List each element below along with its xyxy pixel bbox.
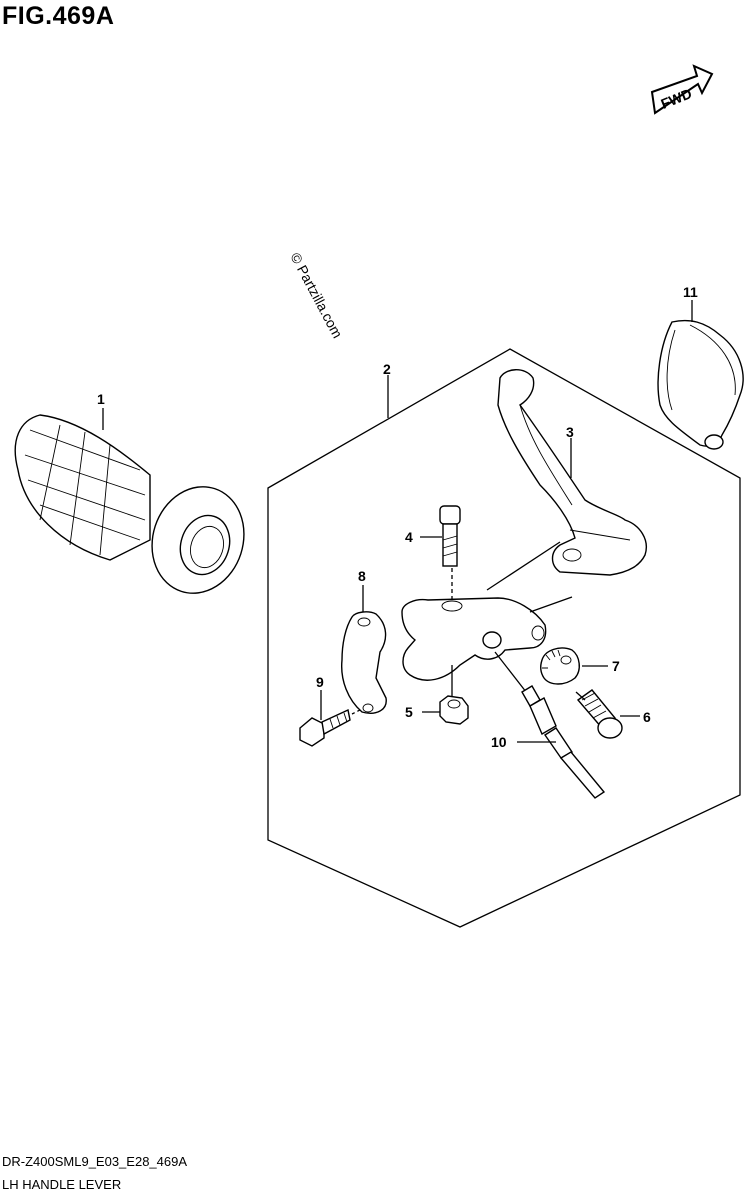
lever-cover-part bbox=[657, 319, 744, 450]
watermark: © Partzilla.com bbox=[287, 250, 345, 341]
figure-title: FIG.469A bbox=[2, 2, 115, 30]
adjuster-nut-part bbox=[539, 647, 580, 685]
cable-end-part bbox=[494, 651, 606, 799]
callout-10: 10 bbox=[491, 734, 507, 750]
pivot-bolt-part bbox=[439, 505, 461, 567]
clamp-bolt-part bbox=[299, 708, 351, 747]
callout-7: 7 bbox=[612, 658, 620, 674]
lever-holder-part bbox=[401, 597, 547, 681]
clamp-bolt-axis bbox=[351, 708, 363, 715]
model-code: DR-Z400SML9_E03_E28_469A bbox=[2, 1154, 188, 1169]
section-name: LH HANDLE LEVER bbox=[2, 1177, 122, 1192]
callout-6: 6 bbox=[643, 709, 651, 725]
holder-clamp-part bbox=[341, 611, 387, 714]
cable-axis-line bbox=[494, 651, 531, 698]
assembly-box bbox=[267, 348, 741, 928]
callout-9: 9 bbox=[316, 674, 324, 690]
callout-2: 2 bbox=[383, 361, 391, 377]
callout-3: 3 bbox=[566, 424, 574, 440]
grip-part bbox=[14, 414, 245, 594]
callout-4: 4 bbox=[405, 529, 413, 545]
lever-to-holder-line bbox=[486, 541, 561, 591]
nut-part bbox=[439, 695, 469, 725]
clutch-lever-part bbox=[497, 369, 647, 576]
adjuster-bolt-part bbox=[575, 689, 623, 739]
callout-5: 5 bbox=[405, 704, 413, 720]
callout-labels: 1 2 3 4 5 6 7 8 9 10 11 bbox=[97, 284, 698, 750]
cover-to-holder-line bbox=[529, 596, 573, 613]
fwd-arrow-icon: FWD bbox=[650, 64, 714, 115]
callout-8: 8 bbox=[358, 568, 366, 584]
adjuster-axis bbox=[575, 691, 586, 701]
callout-11: 11 bbox=[683, 284, 698, 300]
callout-1: 1 bbox=[97, 391, 105, 407]
